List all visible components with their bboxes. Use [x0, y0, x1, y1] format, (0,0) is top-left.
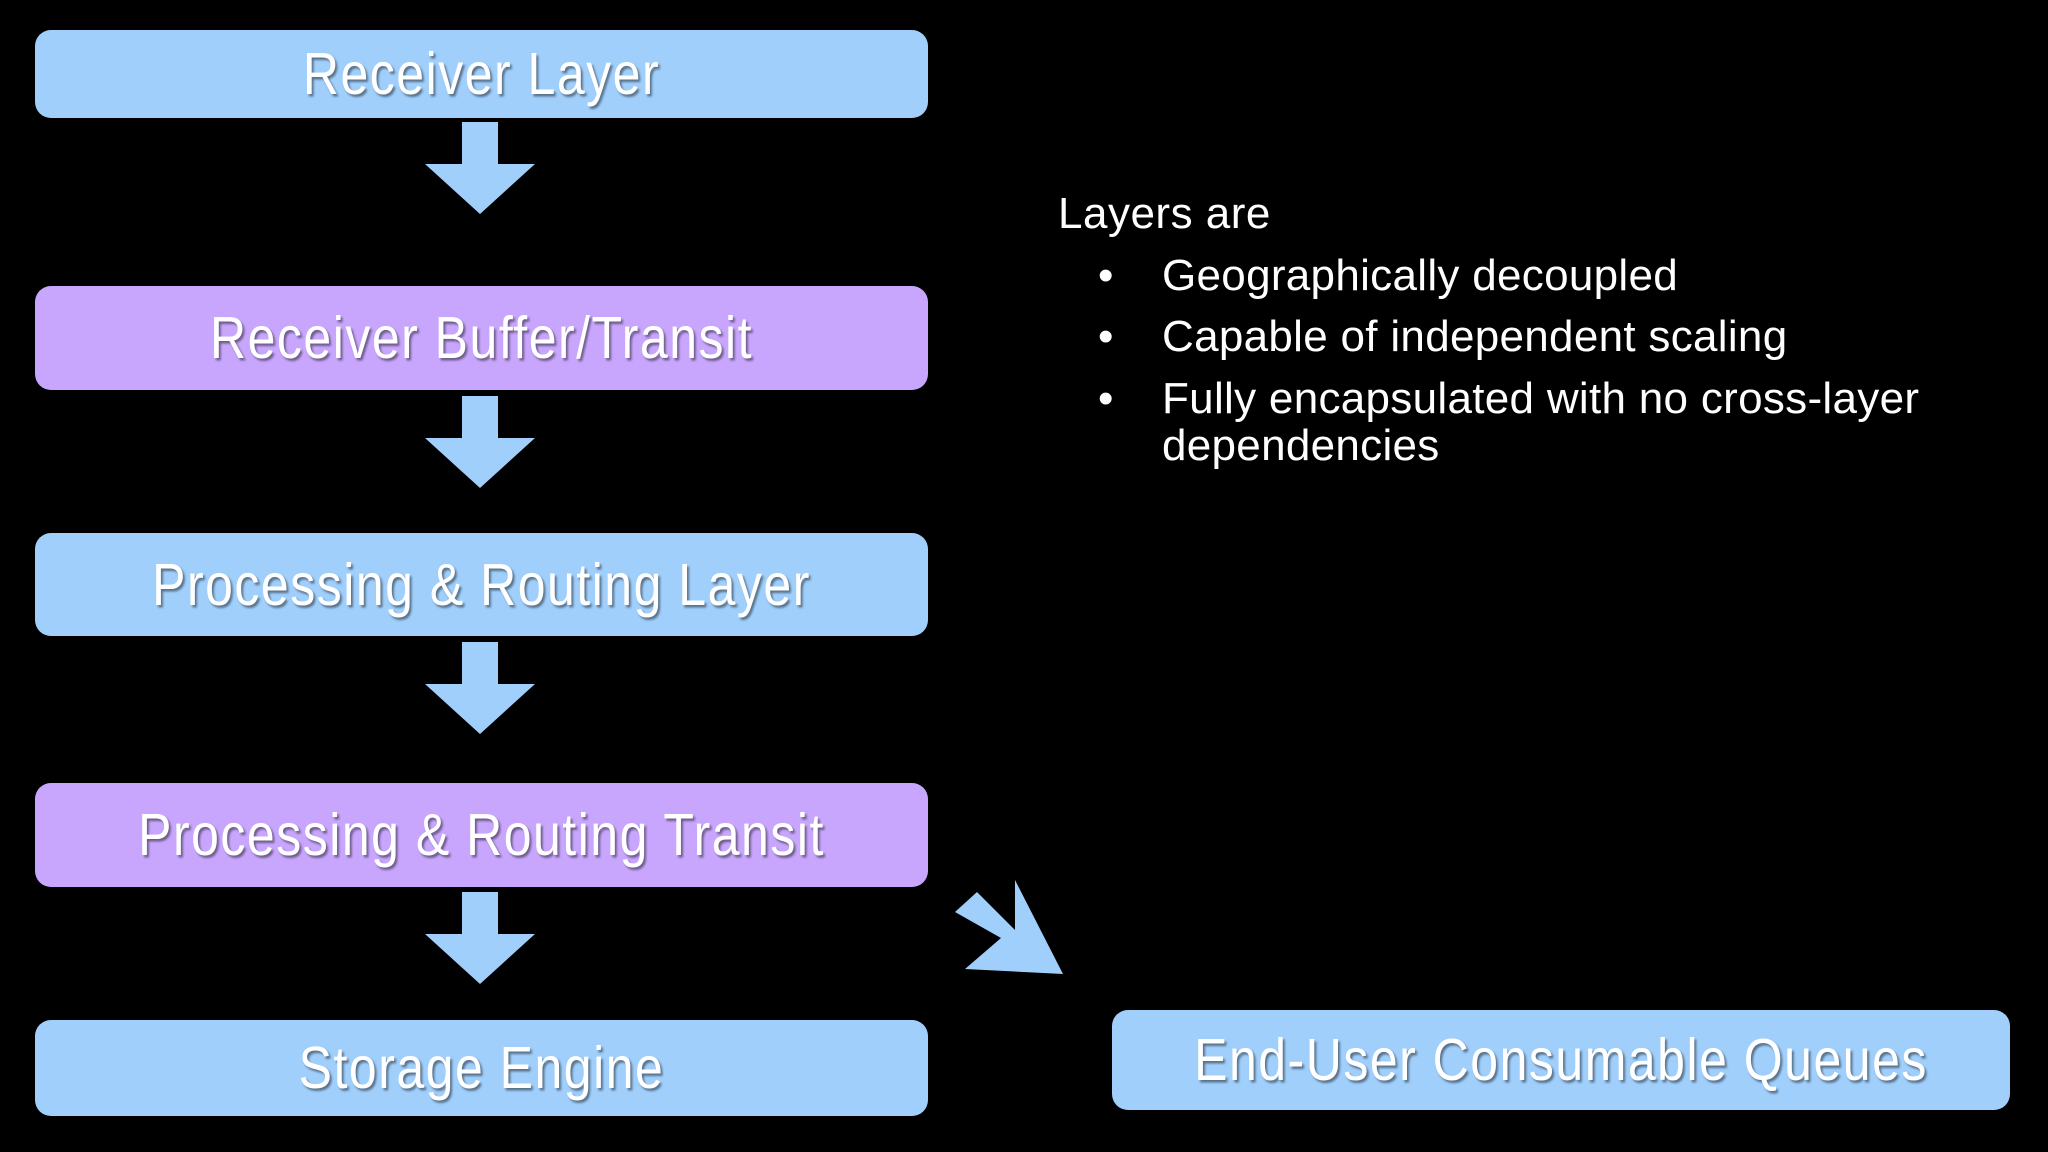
flow-box-label: Processing & Routing Transit	[138, 801, 825, 869]
flow-box-end-user-consumable-queues[interactable]: End-User Consumable Queues	[1112, 1010, 2010, 1110]
list-item: • Capable of independent scaling	[1098, 313, 1978, 361]
down-arrow-icon	[425, 396, 535, 488]
flow-box-receiver-buffer[interactable]: Receiver Buffer/Transit	[35, 286, 928, 390]
bullet-icon: •	[1098, 373, 1114, 423]
flow-box-label: Receiver Buffer/Transit	[209, 304, 754, 372]
list-item: • Fully encapsulated with no cross-layer…	[1098, 373, 1978, 471]
flow-box-label: Processing & Routing Layer	[152, 551, 811, 618]
diagonal-down-right-arrow-icon	[955, 874, 1075, 979]
bullet-icon: •	[1098, 312, 1114, 362]
down-arrow-icon	[425, 642, 535, 734]
notes-panel: Layers are • Geographically decoupled • …	[1058, 190, 1978, 484]
notes-heading: Layers are	[1058, 189, 1271, 238]
flow-box-processing-routing-transit[interactable]: Processing & Routing Transit	[35, 783, 928, 887]
list-item-text: Capable of independent scaling	[1162, 312, 1788, 362]
list-item-text: Fully encapsulated with no cross-layer d…	[1162, 373, 1920, 471]
notes-bullet-list: • Geographically decoupled • Capable of …	[1058, 250, 1978, 471]
list-item-text: Geographically decoupled	[1162, 250, 1678, 300]
down-arrow-icon	[425, 122, 535, 214]
flow-box-processing-routing-layer[interactable]: Processing & Routing Layer	[35, 533, 928, 636]
flow-box-storage-engine[interactable]: Storage Engine	[35, 1020, 928, 1116]
flow-box-label: End-User Consumable Queues	[1194, 1026, 1928, 1094]
flow-box-label: Storage Engine	[298, 1034, 665, 1102]
flow-box-label: Receiver Layer	[302, 40, 661, 108]
list-item: • Geographically decoupled	[1098, 250, 1978, 300]
down-arrow-icon	[425, 892, 535, 984]
flow-box-receiver-layer[interactable]: Receiver Layer	[35, 30, 928, 118]
bullet-icon: •	[1098, 250, 1114, 300]
